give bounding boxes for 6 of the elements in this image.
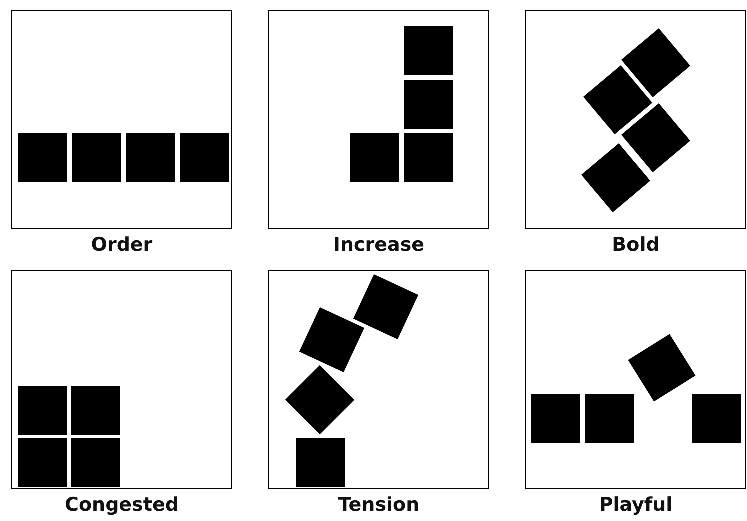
panel-label: Tension — [337, 493, 421, 518]
panel-label: Congested — [64, 493, 180, 518]
panel-label: Bold — [611, 233, 661, 258]
panel-label: Playful — [598, 493, 674, 518]
panel-label: Increase — [332, 233, 426, 258]
panel-label: Order — [90, 233, 154, 258]
